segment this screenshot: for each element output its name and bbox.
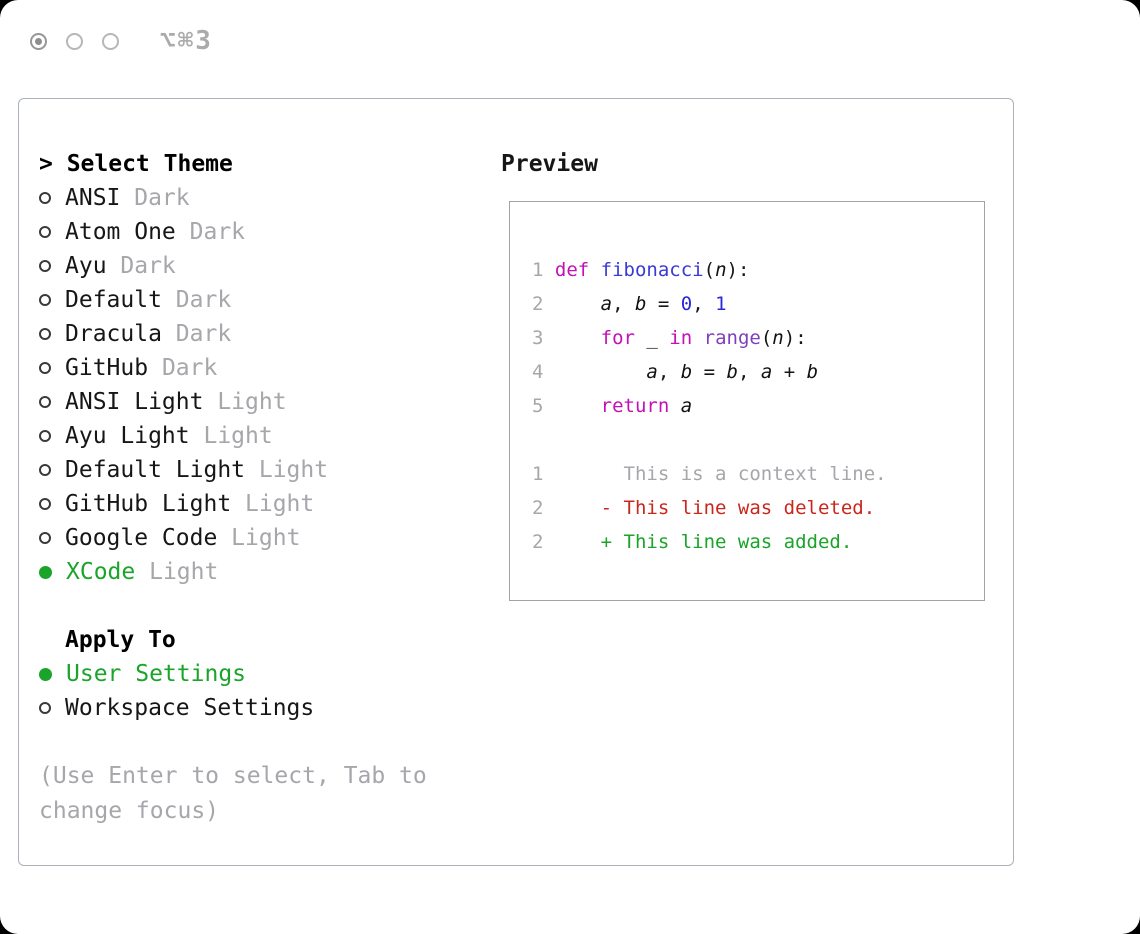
radio-icon xyxy=(39,294,51,306)
radio-icon xyxy=(39,498,51,510)
item-variant-label: Dark xyxy=(120,185,190,211)
theme-option-ansi-light[interactable]: ANSI Light Light xyxy=(39,385,459,419)
code-text: return a xyxy=(600,395,693,417)
item-variant-label: Dark xyxy=(161,321,232,347)
line-number: 3 xyxy=(532,327,544,349)
code-text: a, b = b, a + b xyxy=(646,361,819,383)
radio-icon xyxy=(39,328,51,340)
code-block: 1 def fibonacci(n): 2 a, b = 0, 1 3 for _… xyxy=(532,253,984,423)
diff-line-deleted: 2 - This line was deleted. xyxy=(532,491,984,525)
radio-icon xyxy=(39,396,51,408)
item-label: Default xyxy=(65,287,162,313)
item-variant-label: Light xyxy=(245,457,329,483)
item-label: GitHub xyxy=(65,355,149,381)
item-variant-label: Dark xyxy=(161,287,232,313)
item-variant-label: Light xyxy=(203,389,287,415)
code-text: for _ in range(n): xyxy=(600,327,807,349)
apply-to-title: Apply To xyxy=(65,627,176,653)
radio-icon xyxy=(39,192,51,204)
window-dot-icon[interactable] xyxy=(66,32,83,50)
code-text: + This line was added. xyxy=(554,531,853,553)
theme-option-default[interactable]: Default Dark xyxy=(39,283,459,317)
apply-option-user-settings[interactable]: User Settings xyxy=(39,657,459,691)
line-number: 2 xyxy=(532,497,544,519)
radio-icon xyxy=(39,464,51,476)
item-label: Ayu xyxy=(65,253,107,279)
code-text: This is a context line. xyxy=(554,463,887,485)
radio-icon xyxy=(39,667,52,681)
item-label: Dracula xyxy=(65,321,162,347)
code-text: - This line was deleted. xyxy=(554,497,876,519)
radio-icon xyxy=(39,565,52,579)
diff-line-added: 2 + This line was added. xyxy=(532,525,984,559)
window-dot-icon[interactable] xyxy=(102,32,119,50)
window-dot-active-icon[interactable] xyxy=(30,32,47,50)
hint-text: (Use Enter to select, Tab to change focu… xyxy=(39,763,427,824)
theme-option-atom-one[interactable]: Atom One Dark xyxy=(39,215,459,249)
item-label: ANSI xyxy=(65,185,121,211)
diff-line-context: 1 This is a context line. xyxy=(532,457,984,491)
code-line: 1 def fibonacci(n): xyxy=(532,253,984,287)
item-label: ANSI Light xyxy=(65,389,204,415)
line-number: 2 xyxy=(532,531,544,553)
apply-to-list: User Settings Workspace Settings xyxy=(39,657,459,725)
theme-picker-left-column: > Select Theme ANSI Dark Atom One Dark A… xyxy=(39,147,459,829)
line-number: 1 xyxy=(532,259,544,281)
radio-icon xyxy=(39,226,51,238)
item-variant-label: Light xyxy=(135,559,219,585)
item-variant-label: Light xyxy=(231,491,315,517)
item-label: Atom One xyxy=(65,219,176,245)
item-variant-label: Dark xyxy=(175,219,246,245)
item-label: Default Light xyxy=(65,457,246,483)
theme-option-dracula[interactable]: Dracula Dark xyxy=(39,317,459,351)
item-label: User Settings xyxy=(66,661,247,687)
theme-option-google-code[interactable]: Google Code Light xyxy=(39,521,459,555)
item-variant-label: Light xyxy=(189,423,273,449)
code-line: 2 a, b = 0, 1 xyxy=(532,287,984,321)
code-line: 3 for _ in range(n): xyxy=(532,321,984,355)
radio-icon xyxy=(39,532,51,544)
radio-icon xyxy=(39,702,51,714)
radio-icon xyxy=(39,260,51,272)
apply-option-workspace-settings[interactable]: Workspace Settings xyxy=(39,691,459,725)
dot-inner-icon xyxy=(35,37,42,45)
code-text: def fibonacci(n): xyxy=(554,259,750,281)
code-area: 1 def fibonacci(n): 2 a, b = 0, 1 3 for _… xyxy=(510,202,984,559)
item-variant-label: Dark xyxy=(106,253,176,279)
item-label: Google Code xyxy=(65,525,218,551)
item-variant-label: Dark xyxy=(148,355,218,381)
theme-option-ayu-light[interactable]: Ayu Light Light xyxy=(39,419,459,453)
select-theme-title: > Select Theme xyxy=(39,151,233,177)
item-variant-label: Light xyxy=(217,525,301,551)
line-number: 1 xyxy=(532,463,544,485)
code-text: a, b = 0, 1 xyxy=(600,293,727,315)
theme-option-github-light[interactable]: GitHub Light Light xyxy=(39,487,459,521)
line-number: 2 xyxy=(532,293,544,315)
titlebar: ⌥⌘3 xyxy=(30,26,213,56)
line-number: 4 xyxy=(532,361,544,383)
theme-option-ansi[interactable]: ANSI Dark xyxy=(39,181,459,215)
code-line: 4 a, b = b, a + b xyxy=(532,355,984,389)
keyboard-shortcut-label: ⌥⌘3 xyxy=(160,26,213,56)
theme-picker-panel: > Select Theme ANSI Dark Atom One Dark A… xyxy=(18,98,1014,866)
code-line: 5 return a xyxy=(532,389,984,423)
theme-list: ANSI Dark Atom One Dark Ayu Dark Default… xyxy=(39,181,459,589)
item-label: Ayu Light xyxy=(65,423,190,449)
theme-option-xcode[interactable]: XCode Light xyxy=(39,555,459,589)
radio-icon xyxy=(39,362,51,374)
theme-option-default-light[interactable]: Default Light Light xyxy=(39,453,459,487)
radio-icon xyxy=(39,430,51,442)
preview-title: Preview xyxy=(501,151,598,177)
preview-box: 1 def fibonacci(n): 2 a, b = 0, 1 3 for _… xyxy=(509,201,985,601)
theme-option-ayu[interactable]: Ayu Dark xyxy=(39,249,459,283)
item-label: GitHub Light xyxy=(65,491,232,517)
diff-block: 1 This is a context line. 2 - This line … xyxy=(532,457,984,559)
theme-option-github[interactable]: GitHub Dark xyxy=(39,351,459,385)
item-label: XCode xyxy=(66,559,136,585)
line-number: 5 xyxy=(532,395,544,417)
item-label: Workspace Settings xyxy=(65,695,315,721)
